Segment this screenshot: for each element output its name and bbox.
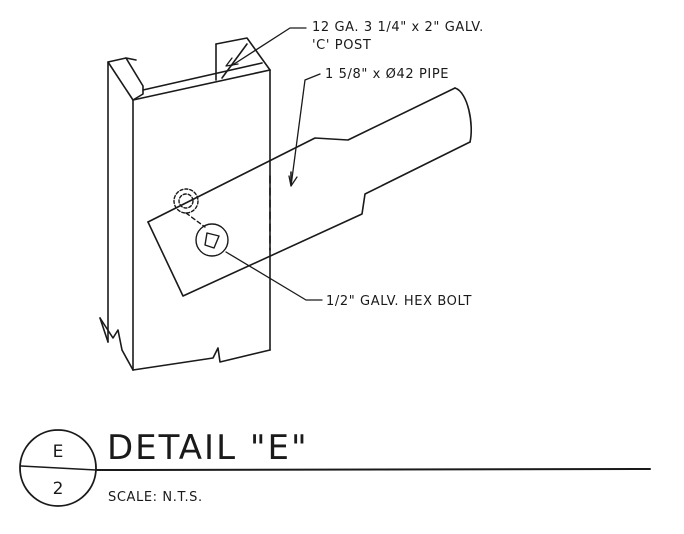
sheet-number: 2 — [53, 479, 64, 499]
c-post — [99, 37, 271, 371]
leader-lines — [225, 27, 323, 301]
bolt-callout: 1/2" GALV. HEX BOLT — [326, 294, 472, 309]
scale-note: SCALE: N.T.S. — [108, 490, 203, 505]
post-callout-line2: 'C' POST — [312, 38, 371, 53]
post-callout-line1: 12 GA. 3 1/4" x 2" GALV. — [312, 20, 484, 35]
detail-title: DETAIL "E" — [107, 428, 309, 468]
hex-bolt — [173, 188, 229, 257]
detail-id: E — [53, 442, 64, 462]
pipe-callout: 1 5/8" x Ø42 PIPE — [325, 67, 449, 82]
title-underline — [95, 468, 651, 471]
detail-bubble: E 2 — [19, 429, 97, 507]
pipe — [147, 87, 473, 297]
